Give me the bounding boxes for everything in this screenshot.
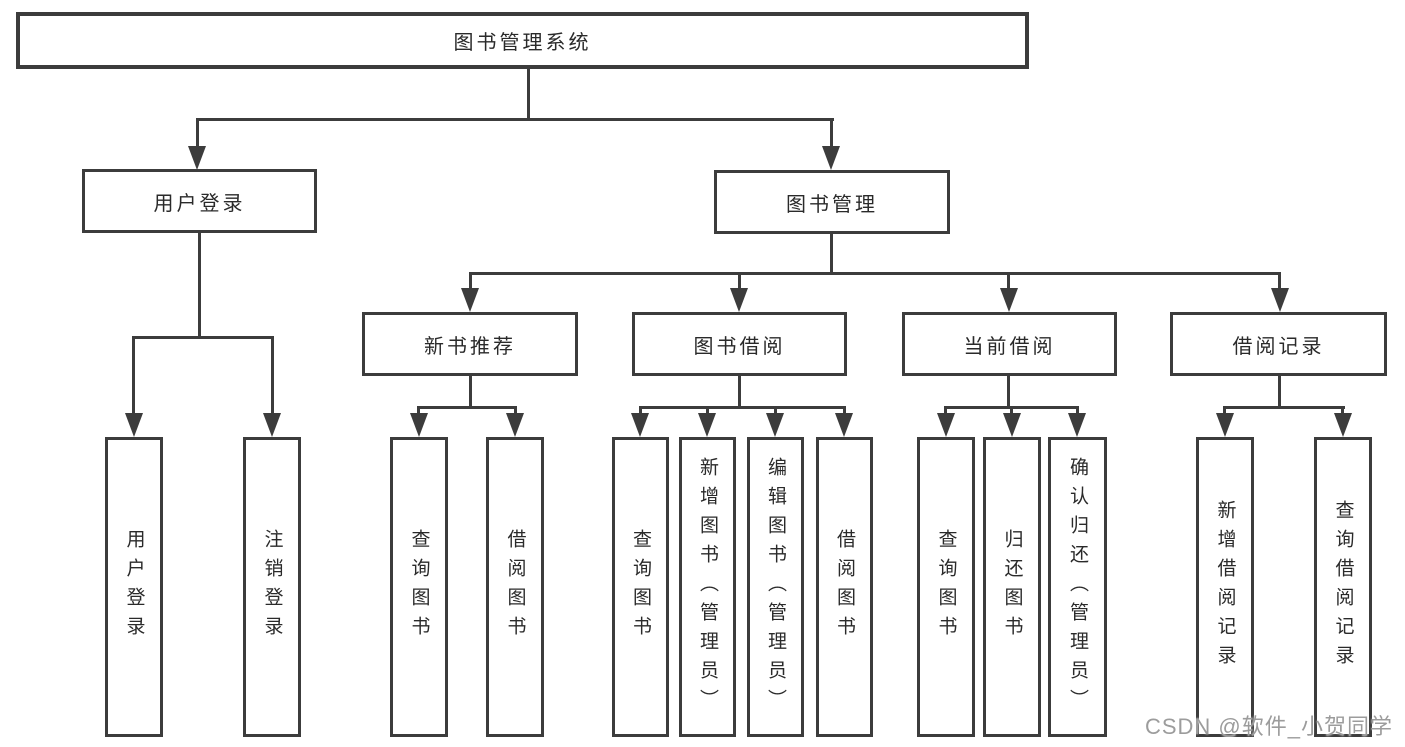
node-current-borrow: 当前借阅 <box>902 312 1117 376</box>
leaf-add-borrow-record: 新增借阅记录 <box>1196 437 1254 737</box>
arrow-down-book-manage <box>822 146 840 170</box>
connector-sec1-stem <box>469 376 472 406</box>
leaf-query-books-borrow: 查询图书 <box>612 437 669 737</box>
node-book-manage: 图书管理 <box>714 170 950 234</box>
arrow-down-sec4-leaf-2 <box>1334 413 1352 437</box>
connector-drop-current-borrow <box>1007 272 1010 292</box>
arrow-down-sec1-leaf-1 <box>410 413 428 437</box>
connector-sec2-branch <box>639 406 846 409</box>
leaf-query-books-recommend: 查询图书 <box>390 437 448 737</box>
connector-sec4-stem <box>1278 376 1281 406</box>
connector-drop-login-leaf-2 <box>271 336 274 414</box>
leaf-query-borrow-record: 查询借阅记录 <box>1314 437 1372 737</box>
arrow-down-current-borrow <box>1000 288 1018 312</box>
node-borrow-records: 借阅记录 <box>1170 312 1387 376</box>
leaf-return-book: 归还图书 <box>983 437 1041 737</box>
arrow-down-sec2-leaf-2 <box>698 413 716 437</box>
connector-drop-book-manage <box>830 118 833 148</box>
connector-drop-sec2-leaf-4 <box>843 406 846 415</box>
connector-login-branch <box>132 336 274 339</box>
watermark: CSDN @软件_小贺同学 <box>1144 714 1393 739</box>
connector-drop-borrow-records <box>1278 272 1281 292</box>
arrow-down-user-login <box>188 146 206 170</box>
arrow-down-sec3-leaf-2 <box>1003 413 1021 437</box>
arrow-down-book-borrow <box>730 288 748 312</box>
leaf-borrow-books-recommend: 借阅图书 <box>486 437 544 737</box>
connector-drop-sec1-leaf-2 <box>514 406 517 415</box>
connector-drop-user-login <box>196 118 199 148</box>
connector-drop-sec4-leaf-1 <box>1223 406 1226 415</box>
arrow-down-sec4-leaf-1 <box>1216 413 1234 437</box>
node-root-system: 图书管理系统 <box>16 12 1029 69</box>
connector-login-stem <box>198 233 201 339</box>
connector-drop-sec3-leaf-1 <box>944 406 947 415</box>
connector-sec2-stem <box>738 376 741 406</box>
arrow-down-sec2-leaf-1 <box>631 413 649 437</box>
arrow-down-sec3-leaf-1 <box>937 413 955 437</box>
connector-drop-sec3-leaf-2 <box>1010 406 1013 415</box>
connector-root-stem <box>527 69 530 119</box>
connector-drop-sec2-leaf-1 <box>639 406 642 415</box>
arrow-down-borrow-records <box>1271 288 1289 312</box>
connector-sec1-branch <box>417 406 517 409</box>
connector-manage-stem <box>830 233 833 274</box>
connector-sec4-branch <box>1223 406 1345 409</box>
node-book-borrow: 图书借阅 <box>632 312 847 376</box>
arrow-down-sec2-leaf-3 <box>766 413 784 437</box>
connector-drop-sec2-leaf-3 <box>774 406 777 415</box>
leaf-user-login: 用户登录 <box>105 437 163 737</box>
connector-drop-sec2-leaf-2 <box>706 406 709 415</box>
connector-drop-new-book <box>469 272 472 292</box>
leaf-edit-book-admin: 编辑图书（管理员） <box>747 437 804 737</box>
node-new-book-recommend: 新书推荐 <box>362 312 578 376</box>
arrow-down-login-leaf-2 <box>263 413 281 437</box>
connector-manage-branch <box>470 272 1281 275</box>
connector-drop-sec4-leaf-2 <box>1341 406 1344 415</box>
connector-drop-sec1-leaf-1 <box>417 406 420 415</box>
connector-sec3-stem <box>1007 376 1010 406</box>
leaf-confirm-return-admin: 确认归还（管理员） <box>1048 437 1107 737</box>
connector-drop-book-borrow <box>738 272 741 292</box>
leaf-borrow-books: 借阅图书 <box>816 437 873 737</box>
connector-drop-login-leaf-1 <box>132 336 135 414</box>
leaf-query-books-current: 查询图书 <box>917 437 975 737</box>
leaf-add-book-admin: 新增图书（管理员） <box>679 437 736 737</box>
leaf-logout: 注销登录 <box>243 437 301 737</box>
node-user-login: 用户登录 <box>82 169 317 233</box>
connector-root-branch <box>196 118 834 121</box>
connector-drop-sec3-leaf-3 <box>1076 406 1079 415</box>
arrow-down-new-book <box>461 288 479 312</box>
arrow-down-sec1-leaf-2 <box>506 413 524 437</box>
arrow-down-sec3-leaf-3 <box>1068 413 1086 437</box>
arrow-down-login-leaf-1 <box>125 413 143 437</box>
arrow-down-sec2-leaf-4 <box>835 413 853 437</box>
